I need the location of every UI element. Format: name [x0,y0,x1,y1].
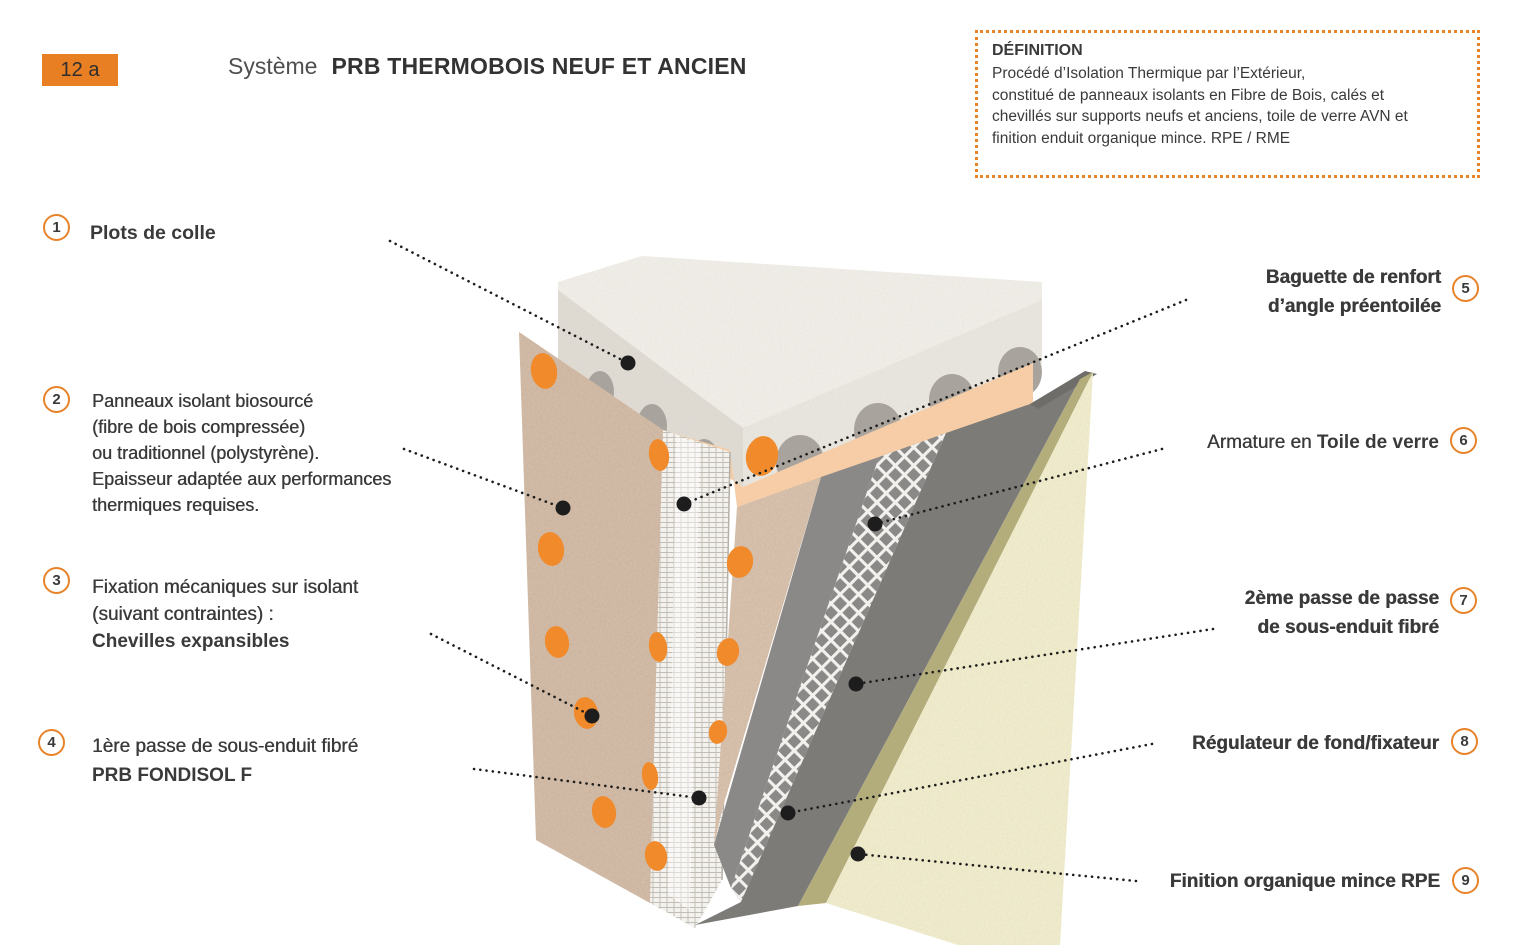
render-stack [695,371,1097,945]
leader-dot-7 [848,676,864,692]
callout-label-plots-de-colle: Plots de colle [90,222,216,244]
callout-label-deuxieme-passe: 2ème passe de passe de sous-enduit fibré [1244,588,1439,638]
title-main: PRB THERMOBOIS NEUF ET ANCIEN [331,53,747,79]
callout-number-1: 1 [43,214,70,241]
leader-dot-6 [867,516,883,532]
layer-corner-bead-mesh [650,430,731,928]
callout-number-4: 4 [38,729,65,756]
definition-box: DÉFINITION Procédé d’Isolation Thermique… [975,30,1480,178]
callout-label-finition: Finition organique mince RPE [1169,871,1440,892]
support-wall-left-face [558,290,743,487]
leader-dot-5 [676,496,692,512]
page-title: Système PRB THERMOBOIS NEUF ET ANCIEN [228,53,747,80]
leader-line-9 [856,852,1138,883]
callout-number-9: 9 [1452,867,1479,894]
leader-lines [388,239,1215,883]
leader-line-1 [388,239,630,365]
layer-first-base-coat [714,457,879,888]
leader-line-8 [786,742,1154,815]
leader-line-4 [472,767,701,800]
callout-number-5: 5 [1452,275,1479,302]
callout-label-regulateur: Régulateur de fond/fixateur [1191,733,1439,754]
layer-insulation-left-face [519,332,663,903]
title-prefix: Système [228,53,318,79]
leader-line-3 [429,632,594,718]
leader-dot-9 [850,846,866,862]
leader-dots [555,355,883,862]
definition-line: finition enduit organique mince. RPE / R… [992,129,1291,147]
support-wall-right-face [743,300,1042,487]
layer-adhesive-top-band [519,332,1033,507]
leader-line-5 [682,298,1188,506]
leader-dot-1 [620,355,636,371]
callout-label-baguette-angle: Baguette de renfort d’angle préentoilée [1265,267,1441,317]
leader-line-6 [873,447,1164,526]
definition-heading: DÉFINITION [992,42,1083,59]
leader-dot-2 [555,500,571,516]
definition-line: constitué de panneaux isolants en Fibre … [992,86,1385,104]
callout-label-premiere-passe: 1ère passe de sous-enduit fibré PRB FOND… [92,736,359,786]
layer-regulator [798,372,1093,906]
callout-number-8: 8 [1451,728,1478,755]
leader-dot-3 [584,708,600,724]
callout-label-armature-toile: Armature en Toile de verre [1207,432,1439,453]
callout-label-fixation-mecanique: Fixation mécaniques sur isolant (suivant… [92,577,359,652]
callout-label-panneaux-isolant: Panneaux isolant biosourcé (fibre de boi… [92,391,392,515]
leader-dot-4 [691,790,707,806]
callout-number-3: 3 [43,567,70,594]
layer-glass-fabric-mesh [731,433,946,902]
layer-finish-render [826,372,1093,945]
leader-dot-8 [780,805,796,821]
definition-line: chevillés sur supports neufs et anciens,… [992,108,1408,125]
page-number-badge: 12 a [42,54,118,86]
callout-number-2: 2 [43,386,70,413]
glue-dots-orange [530,353,779,871]
callout-number-6: 6 [1450,427,1477,454]
callout-number-7: 7 [1450,587,1477,614]
layer-second-base-coat [695,379,1080,925]
definition-line: Procédé d’Isolation Thermique par l’Exté… [992,65,1306,82]
